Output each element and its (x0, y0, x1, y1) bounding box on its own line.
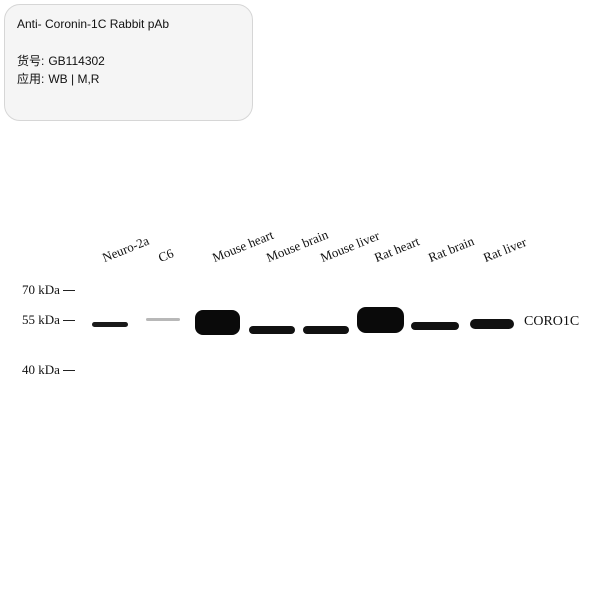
band-mouse-liver (303, 326, 349, 334)
marker-55kda-label: 55 kDa (22, 312, 60, 327)
band-mouse-heart (195, 310, 240, 335)
product-title: Anti- Coronin-1C Rabbit pAb (17, 17, 170, 31)
marker-70kda-tick (62, 289, 75, 291)
marker-40kda-tick (62, 369, 75, 371)
lane-label-rat-brain: Rat brain (426, 233, 477, 266)
catalog-label: 货号: (17, 54, 45, 68)
lane-label-mouse-brain: Mouse brain (264, 226, 331, 266)
catalog-row: 货号:GB114302 (17, 52, 105, 69)
catalog-number: GB114302 (48, 54, 105, 68)
marker-55kda: 55 kDa (22, 312, 75, 328)
lane-label-c6: C6 (156, 245, 176, 266)
marker-40kda-label: 40 kDa (22, 362, 60, 377)
protein-label: CORO1C (524, 314, 580, 329)
band-c6 (146, 318, 180, 321)
band-rat-heart (357, 307, 404, 333)
product-info-card: Anti- Coronin-1C Rabbit pAb 货号:GB114302 … (4, 4, 253, 121)
band-mouse-brain (249, 326, 295, 334)
application-value: WB | M,R (48, 72, 100, 86)
lane-label-rat-liver: Rat liver (481, 234, 529, 266)
marker-40kda: 40 kDa (22, 362, 75, 378)
application-row: 应用:WB | M,R (17, 70, 99, 87)
lane-label-mouse-heart: Mouse heart (210, 226, 276, 266)
lane-label-neuro-2a: Neuro-2a (100, 232, 152, 266)
marker-70kda-label: 70 kDa (22, 282, 60, 297)
application-label: 应用: (17, 72, 45, 86)
band-neuro-2a (92, 322, 128, 327)
band-rat-brain (411, 322, 459, 330)
band-rat-liver (470, 319, 514, 329)
marker-55kda-tick (62, 319, 75, 321)
marker-70kda: 70 kDa (22, 282, 75, 298)
